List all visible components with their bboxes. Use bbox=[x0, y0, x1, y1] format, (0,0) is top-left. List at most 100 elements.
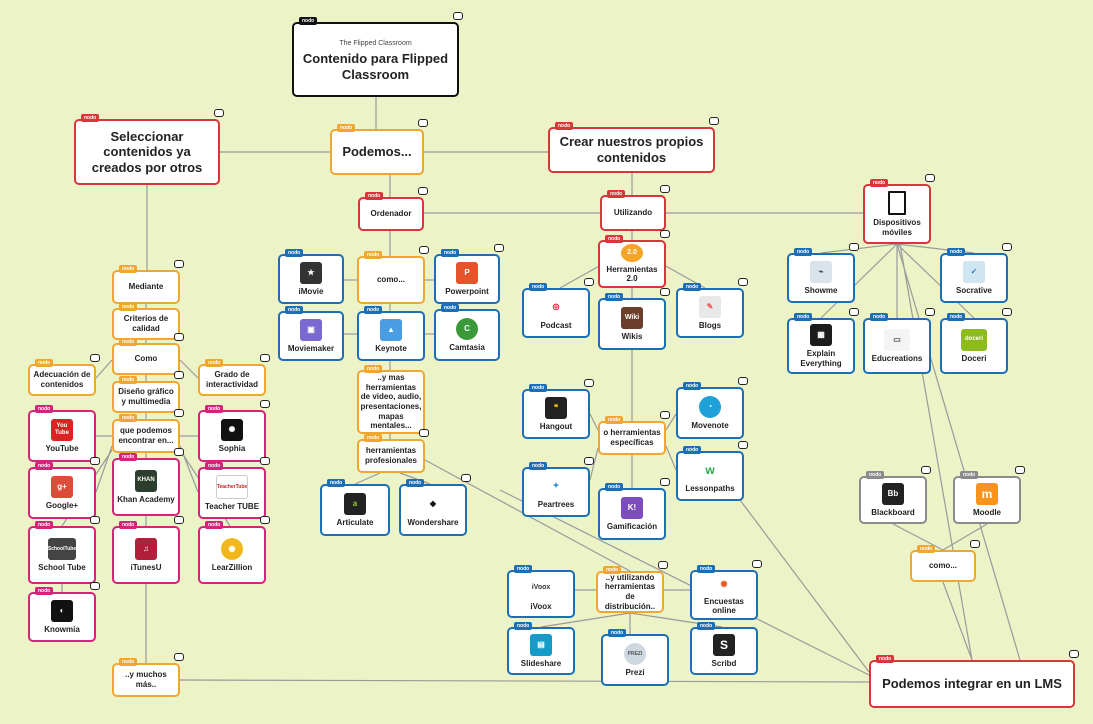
node-blogs[interactable]: nodo✎Blogs bbox=[676, 278, 748, 338]
comment-icon[interactable] bbox=[418, 119, 428, 127]
comment-icon[interactable] bbox=[90, 516, 100, 524]
node-slideshare[interactable]: nodo▤Slideshare bbox=[507, 622, 575, 675]
node-imovie[interactable]: nodo★iMovie bbox=[278, 249, 344, 304]
comment-icon[interactable] bbox=[660, 230, 670, 238]
comment-icon[interactable] bbox=[461, 474, 471, 482]
comment-icon[interactable] bbox=[738, 377, 748, 385]
node-showme[interactable]: nodo⌁Showme bbox=[787, 243, 859, 303]
comment-icon[interactable] bbox=[174, 516, 184, 524]
comment-icon[interactable] bbox=[660, 411, 670, 419]
comment-icon[interactable] bbox=[660, 478, 670, 486]
node-explain-everything[interactable]: nodo▦Explain Everything bbox=[787, 308, 859, 374]
comment-icon[interactable] bbox=[738, 278, 748, 286]
comment-icon[interactable] bbox=[174, 260, 184, 268]
comment-icon[interactable] bbox=[921, 466, 931, 474]
comment-icon[interactable] bbox=[849, 243, 859, 251]
comment-icon[interactable] bbox=[494, 244, 504, 252]
comment-icon[interactable] bbox=[90, 582, 100, 590]
comment-icon[interactable] bbox=[260, 516, 270, 524]
node-hangout[interactable]: nodo❝Hangout bbox=[522, 379, 594, 439]
comment-icon[interactable] bbox=[925, 308, 935, 316]
comment-icon[interactable] bbox=[925, 174, 935, 182]
comment-icon[interactable] bbox=[90, 354, 100, 362]
node-mas-herramientas[interactable]: nodo..y mas herramientas de video, audio… bbox=[357, 365, 425, 434]
comment-icon[interactable] bbox=[260, 354, 270, 362]
comment-icon[interactable] bbox=[214, 109, 224, 117]
comment-icon[interactable] bbox=[453, 12, 463, 20]
node-muchos-mas[interactable]: nodo..y muchos más.. bbox=[112, 653, 184, 697]
node-peartrees[interactable]: nodo✦Peartrees bbox=[522, 457, 594, 517]
comment-icon[interactable] bbox=[1069, 650, 1079, 658]
comment-icon[interactable] bbox=[709, 117, 719, 125]
node-socrative[interactable]: nodo✓Socrative bbox=[940, 243, 1012, 303]
comment-icon[interactable] bbox=[584, 379, 594, 387]
comment-icon[interactable] bbox=[174, 653, 184, 661]
comment-icon[interactable] bbox=[752, 560, 762, 568]
comment-icon[interactable] bbox=[970, 540, 980, 548]
comment-icon[interactable] bbox=[738, 441, 748, 449]
comment-icon[interactable] bbox=[1002, 243, 1012, 251]
comment-icon[interactable] bbox=[660, 288, 670, 296]
node-sophia[interactable]: nodo✺Sophia bbox=[198, 400, 270, 462]
node-itunesu[interactable]: nodo♫iTunesU bbox=[112, 516, 184, 584]
node-wondershare[interactable]: nodo◆Wondershare bbox=[399, 474, 471, 536]
comment-icon[interactable] bbox=[419, 429, 429, 437]
comment-icon[interactable] bbox=[174, 333, 184, 341]
node-learzillion[interactable]: nodo◉LearZillion bbox=[198, 516, 270, 584]
comment-icon[interactable] bbox=[260, 400, 270, 408]
node-keynote[interactable]: nodo▲Keynote bbox=[357, 306, 425, 361]
node-moviemaker[interactable]: nodo▣Moviemaker bbox=[278, 306, 344, 361]
comment-icon[interactable] bbox=[584, 457, 594, 465]
comment-icon[interactable] bbox=[174, 409, 184, 417]
comment-icon[interactable] bbox=[1015, 466, 1025, 474]
comment-icon[interactable] bbox=[658, 561, 668, 569]
comment-icon[interactable] bbox=[849, 308, 859, 316]
comment-icon[interactable] bbox=[1002, 308, 1012, 316]
comment-icon[interactable] bbox=[174, 371, 184, 379]
node-knowmia[interactable]: nodo◐Knowmia bbox=[28, 582, 100, 642]
comment-icon[interactable] bbox=[260, 457, 270, 465]
comment-icon[interactable] bbox=[584, 278, 594, 286]
comment-icon[interactable] bbox=[660, 185, 670, 193]
comment-icon[interactable] bbox=[90, 457, 100, 465]
comment-icon[interactable] bbox=[174, 448, 184, 456]
comment-icon[interactable] bbox=[418, 187, 428, 195]
node-encuestas-online[interactable]: nodo◉Encuestas online bbox=[690, 560, 762, 620]
node-educreations[interactable]: nodo▭Educreations bbox=[863, 308, 935, 374]
